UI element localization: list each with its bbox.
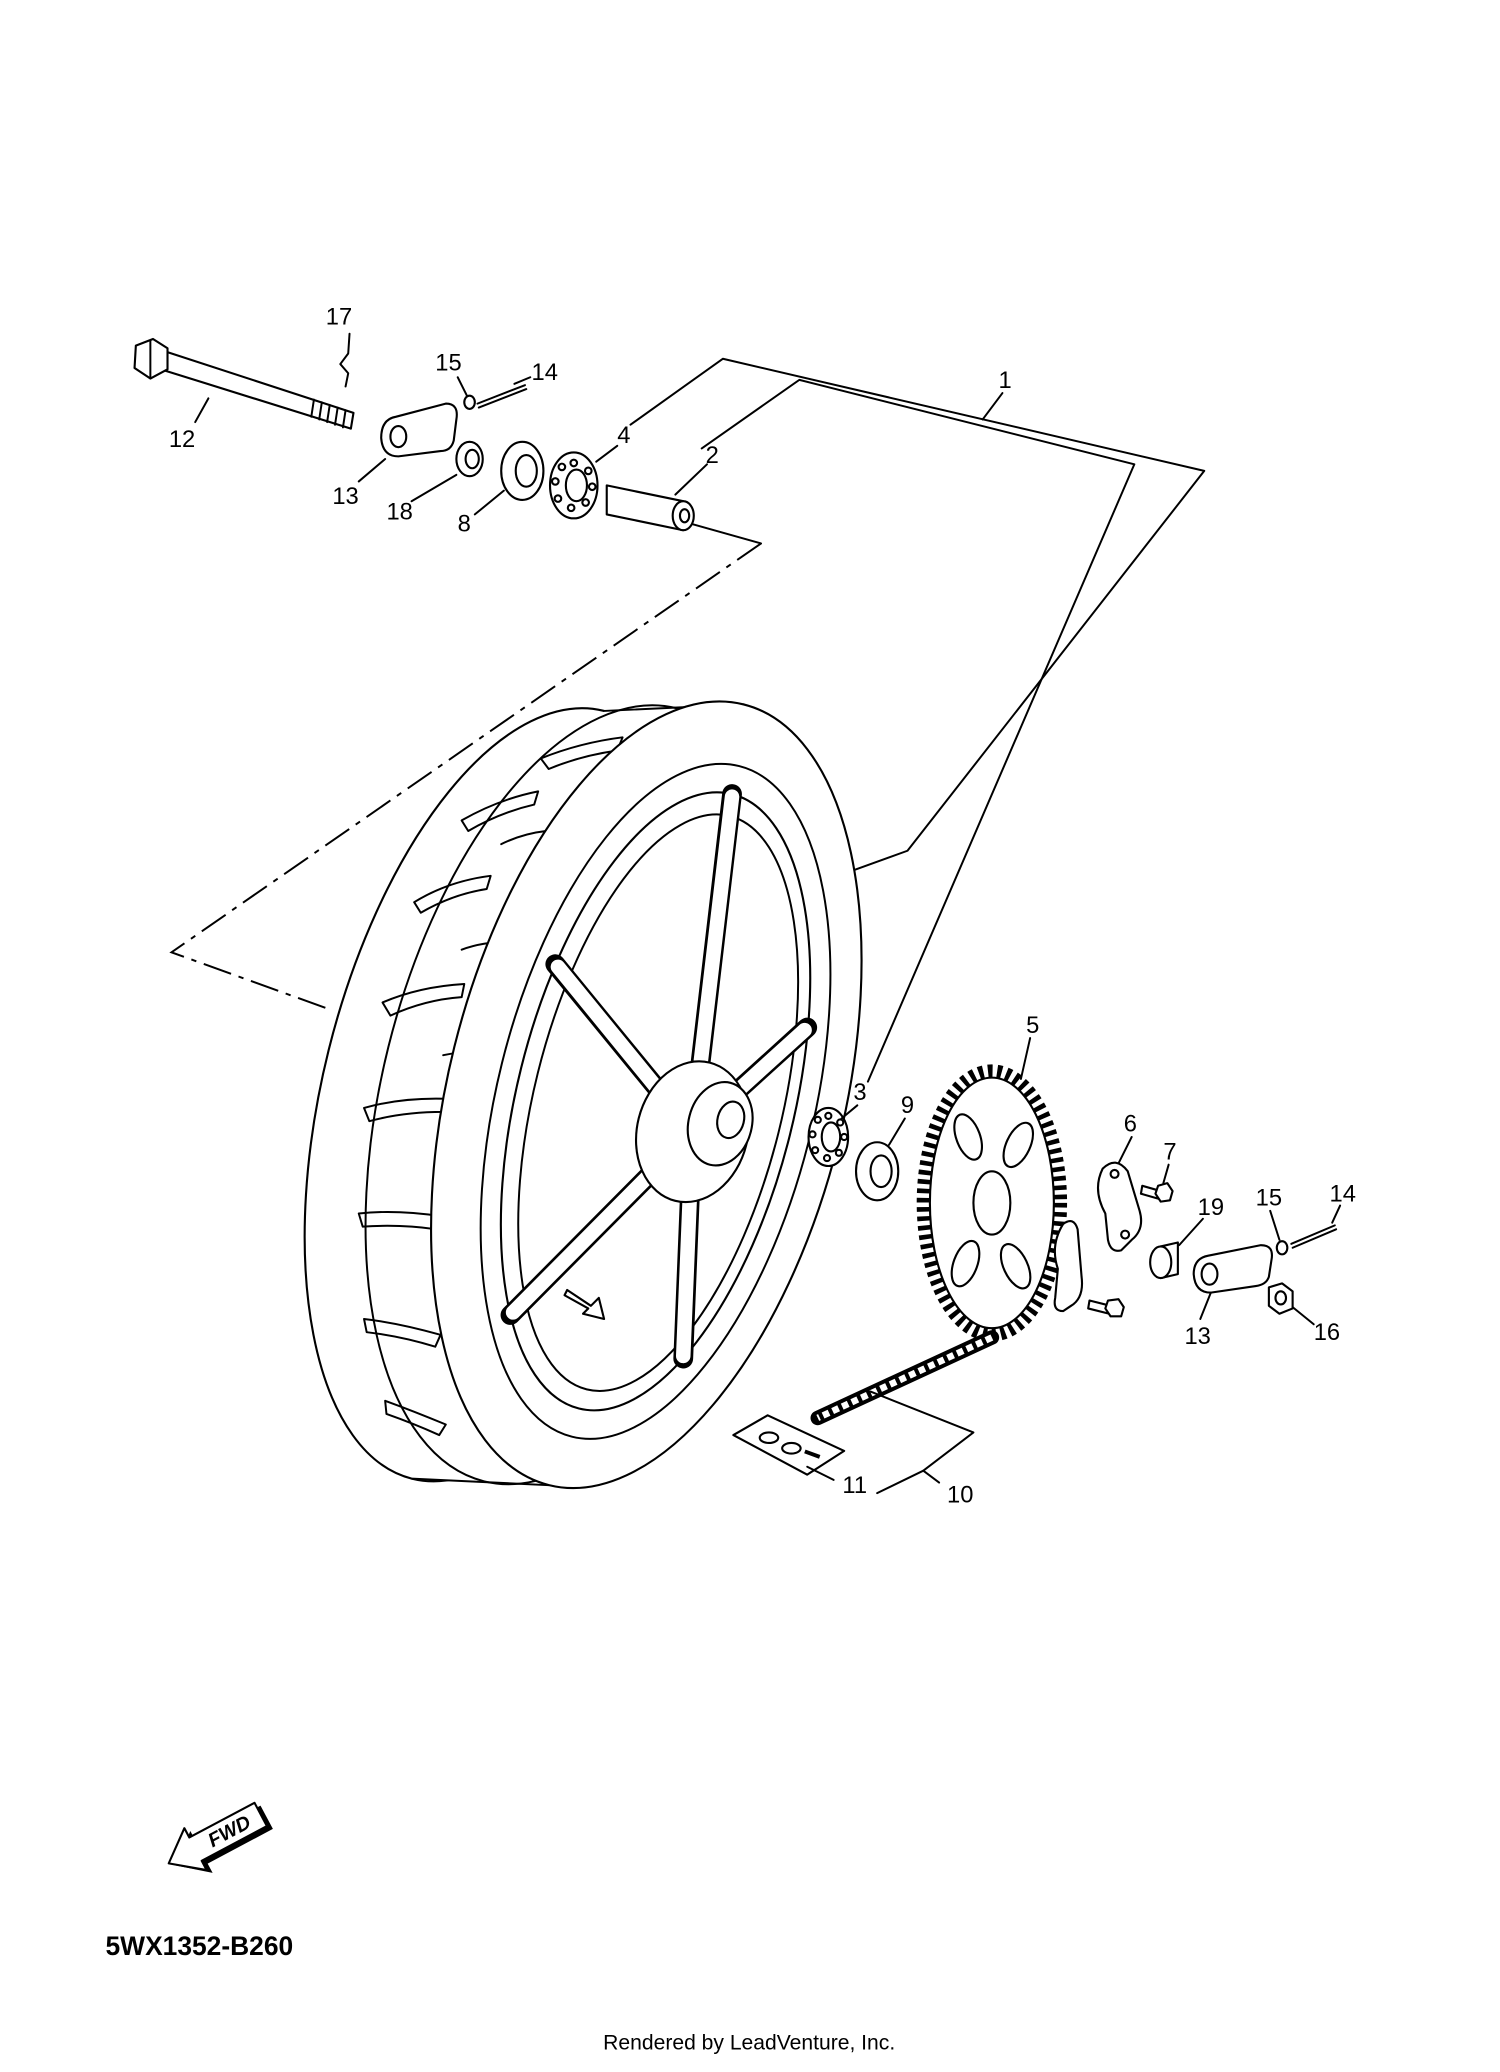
callout-16: 16 — [1314, 1320, 1340, 1346]
bracket-6 — [1097, 1161, 1143, 1252]
wheel-hub — [634, 1060, 754, 1204]
spacer-2 — [605, 484, 695, 532]
bearing-4 — [548, 451, 599, 520]
callout-13-right: 13 — [1184, 1324, 1210, 1350]
washer-left — [463, 394, 476, 410]
bolt-7 — [1139, 1182, 1174, 1203]
callout-15-left: 15 — [435, 351, 461, 377]
callout-18: 18 — [386, 500, 412, 526]
diagram-code: 5WX1352-B260 — [106, 1931, 294, 1961]
callout-13-left: 13 — [332, 484, 358, 510]
callout-11: 11 — [842, 1473, 867, 1499]
chain-adjuster-right — [1192, 1244, 1273, 1294]
master-link-kit — [732, 1414, 846, 1476]
callout-labels: 17 15 14 1 12 4 2 13 18 8 5 3 9 6 7 19 1… — [169, 304, 1356, 1508]
callout-14-right: 14 — [1330, 1182, 1356, 1208]
callout-1: 1 — [998, 368, 1011, 394]
valve-stem — [563, 1288, 606, 1321]
drive-chain — [810, 1330, 1000, 1426]
oil-seal-8 — [500, 440, 545, 501]
callout-4: 4 — [617, 423, 630, 449]
brake-stay-plate — [1053, 1220, 1084, 1313]
footer-credit: Rendered by LeadVenture, Inc. — [603, 2032, 895, 2055]
callout-15-right: 15 — [1256, 1186, 1282, 1212]
callout-2: 2 — [706, 443, 719, 469]
axle-bolt — [133, 337, 355, 430]
callout-17: 17 — [326, 304, 352, 330]
callout-5: 5 — [1026, 1013, 1039, 1039]
bearing-3 — [807, 1106, 850, 1168]
pin-left — [476, 384, 528, 409]
callout-3: 3 — [853, 1080, 866, 1106]
assembly-bracket-lines — [169, 357, 1206, 1083]
oil-seal-9 — [854, 1141, 900, 1202]
bolt-lower — [1087, 1298, 1125, 1318]
pin-right — [1290, 1224, 1338, 1249]
collar-19 — [1149, 1241, 1179, 1280]
callout-14-left: 14 — [532, 360, 558, 386]
callout-6: 6 — [1124, 1112, 1137, 1138]
collar-18 — [455, 440, 484, 478]
nut-16 — [1267, 1282, 1294, 1315]
callout-19: 19 — [1198, 1195, 1224, 1221]
callout-8: 8 — [458, 512, 471, 538]
callout-7: 7 — [1163, 1139, 1176, 1165]
callout-9: 9 — [901, 1093, 914, 1119]
chain-adjuster-left — [380, 402, 458, 458]
callout-leaders — [194, 376, 1342, 1326]
fwd-arrow-icon: FWD — [167, 1801, 273, 1873]
rear-sprocket — [916, 1064, 1068, 1342]
cotter-pin-left — [339, 332, 351, 388]
callout-10: 10 — [947, 1482, 973, 1508]
washer-right — [1275, 1240, 1289, 1256]
callout-12: 12 — [169, 427, 195, 453]
chain-leader-lines — [806, 1390, 975, 1495]
